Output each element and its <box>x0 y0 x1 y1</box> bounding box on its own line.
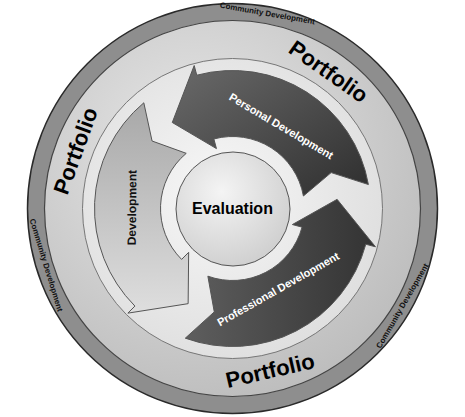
center-circle: Evaluation <box>175 151 291 267</box>
center-label: Evaluation <box>192 200 273 218</box>
arrow-label: Development <box>126 170 140 245</box>
circle-shape <box>176 152 290 266</box>
arrow-shape <box>185 199 375 346</box>
arrow-shape <box>95 103 189 313</box>
arrow-label: Personal Development <box>227 91 335 162</box>
